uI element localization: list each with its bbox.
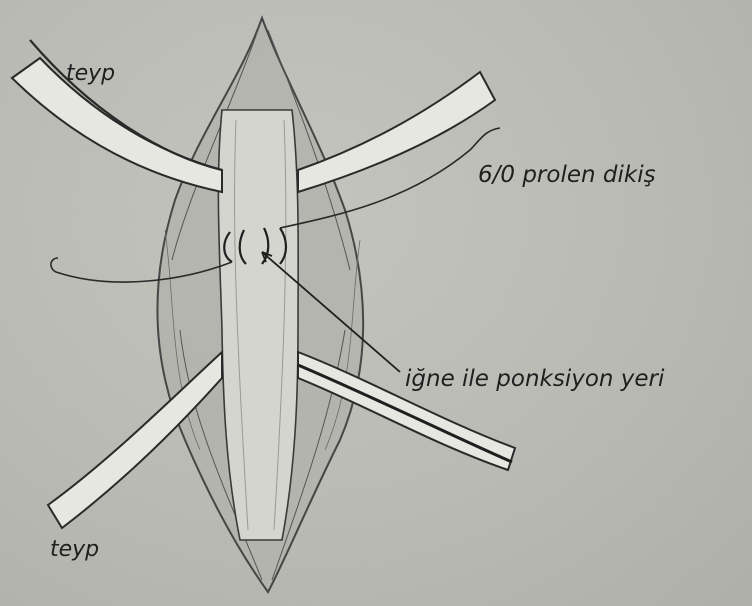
label-puncture: iğne ile ponksiyon yeri <box>405 366 665 392</box>
label-tape-bottom: teyp <box>50 537 99 562</box>
label-suture: 6/0 prolen dikiş <box>478 162 656 188</box>
vessel <box>218 110 298 540</box>
label-tape-top: teyp <box>66 61 115 86</box>
